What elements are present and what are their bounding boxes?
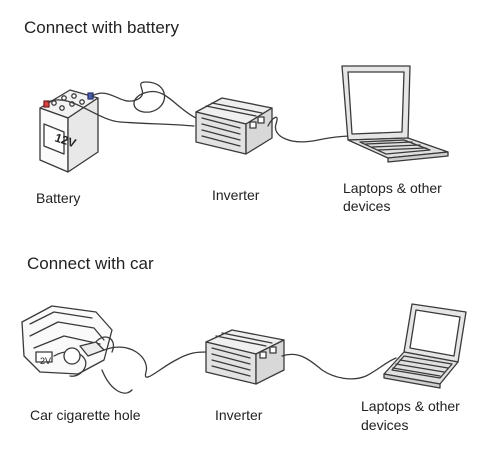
heading-connect-battery: Connect with battery: [24, 18, 179, 37]
label-devices-line2: devices: [343, 198, 391, 214]
cable-icon: [267, 116, 359, 143]
inverter-icon: [205, 329, 285, 385]
label-devices-line2: devices: [361, 417, 409, 433]
laptop-icon: [341, 65, 449, 163]
dash-voltage-label: 2V: [40, 356, 51, 366]
label-car-cigarette-hole: Car cigarette hole: [30, 407, 141, 423]
laptop-icon: [383, 303, 467, 389]
inverter-icon: [195, 97, 273, 155]
label-inverter: Inverter: [215, 407, 263, 423]
battery-icon: [39, 89, 99, 173]
label-devices-line1: Laptops & other: [343, 180, 442, 196]
cable-icon: [103, 346, 207, 378]
battery-voltage-label: 12V: [53, 131, 78, 151]
car-dashboard-icon: [21, 305, 133, 394]
label-devices-line1: Laptops & other: [361, 398, 460, 414]
label-battery: Battery: [36, 190, 81, 206]
label-inverter: Inverter: [212, 187, 260, 203]
cable-icon: [281, 353, 397, 380]
heading-connect-car: Connect with car: [27, 254, 154, 273]
cable-icon: [47, 81, 197, 127]
